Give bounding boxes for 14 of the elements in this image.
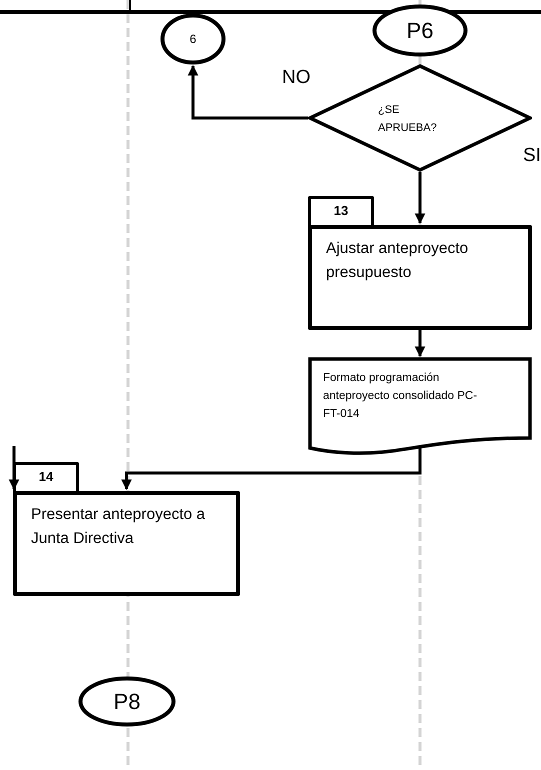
process-text: Presentar anteproyecto a Junta Directiva [31,505,206,549]
connector-label: P8 [114,688,140,716]
arrow [414,172,426,224]
document-text: Formato programación anteproyecto consolidado PC-FT-014 [323,371,478,422]
arrow [121,447,422,490]
decision-text: ¿SE APRUEBA? [378,103,438,136]
arrow [8,446,20,490]
process-text: Ajustar anteproyecto presupuesto [326,239,470,283]
branch-label: NO [282,66,310,90]
arrow [414,330,426,358]
connector-label: 6 [190,31,196,48]
connector-label: P6 [406,17,434,45]
branch-label: SI [523,144,541,168]
arrow [188,64,308,120]
